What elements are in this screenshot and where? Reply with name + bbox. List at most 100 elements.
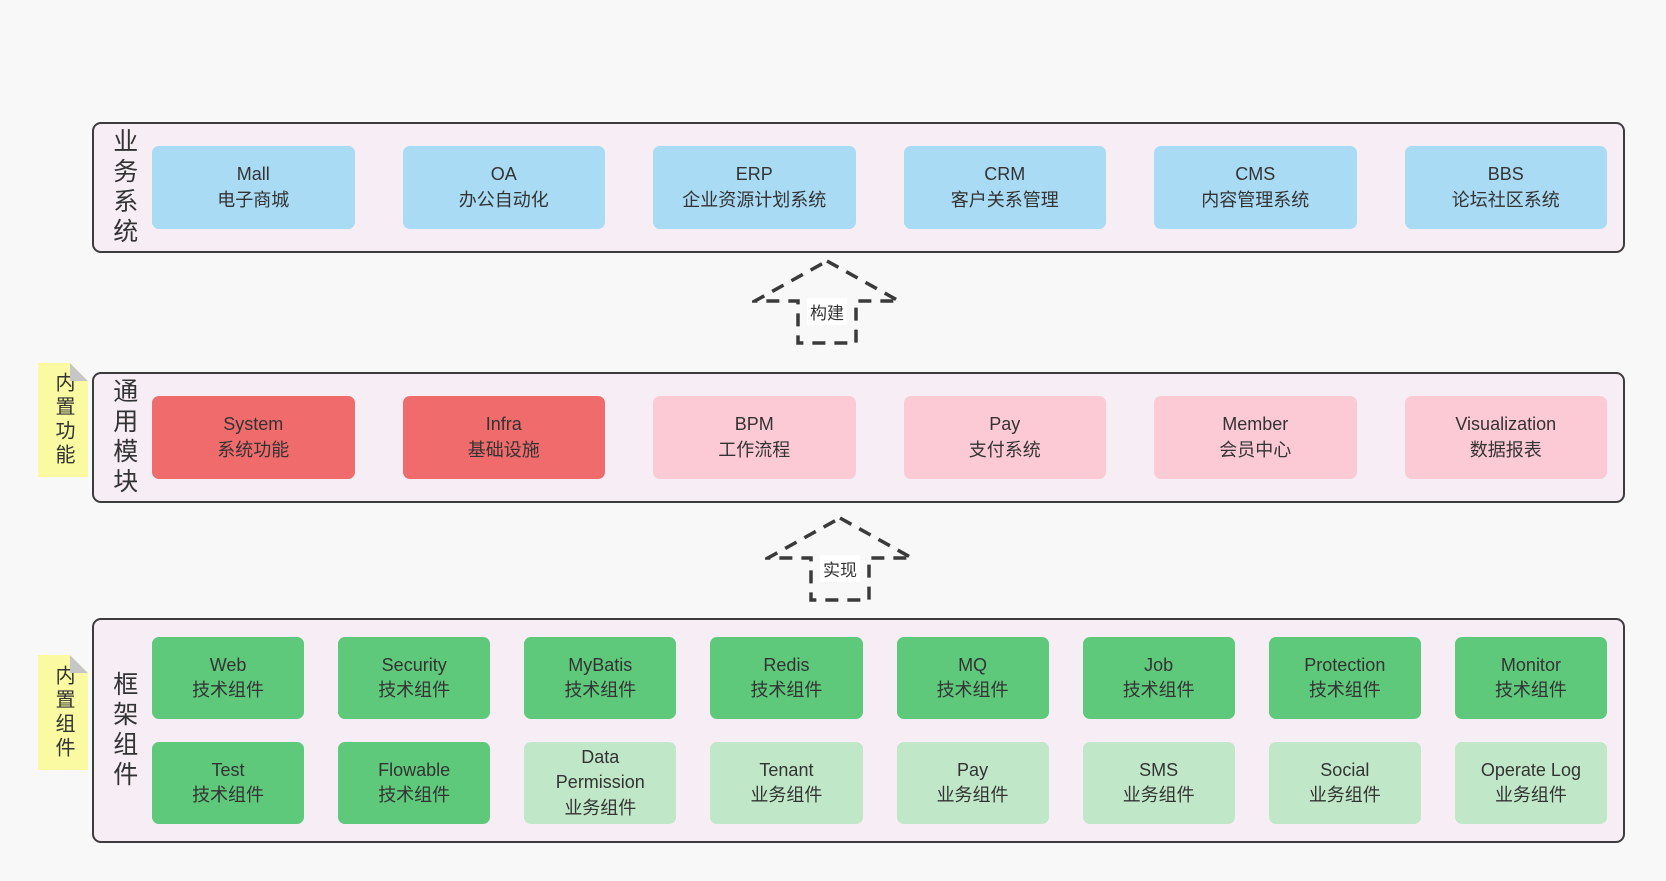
arrow-label: 实现 bbox=[820, 555, 860, 582]
arrow-label: 构建 bbox=[807, 298, 847, 325]
box-title: Tenant bbox=[759, 759, 814, 780]
box-subtitle: 业务组件 bbox=[750, 785, 823, 805]
box-subtitle: 系统功能 bbox=[217, 439, 290, 460]
box-title: Pay bbox=[957, 759, 989, 780]
box-title: Infra bbox=[485, 414, 522, 435]
folded-corner-icon bbox=[70, 655, 88, 673]
box-erp: ERP 企业资源计划系统 bbox=[653, 146, 856, 229]
box-title: Job bbox=[1144, 654, 1174, 675]
folded-corner-icon bbox=[70, 363, 88, 381]
box-title: MQ bbox=[958, 654, 988, 675]
box-title: Operate Log bbox=[1480, 759, 1581, 780]
box-crm: CRM 客户关系管理 bbox=[903, 146, 1106, 229]
box-sms: SMS 业务组件 bbox=[1082, 742, 1235, 824]
box-title: CMS bbox=[1235, 164, 1276, 185]
box-subtitle: 技术组件 bbox=[1122, 680, 1195, 700]
box-title: Protection bbox=[1304, 654, 1386, 675]
box-subtitle: 办公自动化 bbox=[458, 189, 549, 210]
box-infra: Infra 基础设施 bbox=[402, 396, 605, 479]
box-protection: Protection 技术组件 bbox=[1268, 637, 1421, 719]
box-social: Social 业务组件 bbox=[1268, 742, 1421, 824]
box-security: Security 技术组件 bbox=[338, 637, 491, 719]
box-title: Monitor bbox=[1500, 654, 1561, 675]
box-title: ERP bbox=[735, 164, 773, 185]
box-title: OA bbox=[490, 164, 517, 185]
box-title: CRM bbox=[984, 164, 1026, 185]
box-subtitle: 会员中心 bbox=[1219, 439, 1292, 460]
box-flowable: Flowable 技术组件 bbox=[338, 742, 491, 824]
box-subtitle: 内容管理系统 bbox=[1201, 189, 1310, 210]
box-data-permission: Data Permission 业务组件 bbox=[524, 742, 677, 824]
box-subtitle: 业务组件 bbox=[1494, 785, 1567, 805]
sticky-note-built-in-components: 内置组件 bbox=[38, 655, 88, 770]
box-subtitle: 技术组件 bbox=[378, 680, 451, 700]
box-subtitle: 技术组件 bbox=[564, 680, 637, 700]
box-subtitle: 技术组件 bbox=[378, 785, 451, 805]
box-subtitle: 基础设施 bbox=[467, 439, 540, 460]
implement-arrow: 实现 bbox=[765, 515, 915, 603]
band-label: 框架组件 bbox=[94, 620, 152, 841]
box-subtitle: 技术组件 bbox=[1494, 680, 1567, 700]
box-title: BPM bbox=[734, 414, 774, 435]
box-subtitle: 客户关系管理 bbox=[950, 189, 1059, 210]
box-subtitle: 数据报表 bbox=[1469, 439, 1542, 460]
box-title: Security bbox=[381, 654, 447, 675]
box-subtitle: 技术组件 bbox=[750, 680, 823, 700]
box-title: SMS bbox=[1139, 759, 1179, 780]
box-oa: OA 办公自动化 bbox=[402, 146, 605, 229]
box-bpm: BPM 工作流程 bbox=[653, 396, 856, 479]
box-monitor: Monitor 技术组件 bbox=[1454, 637, 1607, 719]
box-system: System 系统功能 bbox=[152, 396, 355, 479]
sticky-note-text: 内置功能 bbox=[52, 372, 74, 468]
box-subtitle: 论坛社区系统 bbox=[1451, 189, 1560, 210]
box-title: Visualization bbox=[1455, 414, 1557, 435]
box-subtitle: 技术组件 bbox=[192, 785, 265, 805]
box-subtitle: 业务组件 bbox=[564, 797, 637, 818]
box-title: Data Permission bbox=[555, 747, 645, 793]
box-title: Test bbox=[211, 759, 245, 780]
box-subtitle: 业务组件 bbox=[1122, 785, 1195, 805]
box-job: Job 技术组件 bbox=[1082, 637, 1235, 719]
box-test: Test 技术组件 bbox=[152, 742, 305, 824]
box-title: Pay bbox=[989, 414, 1021, 435]
box-subtitle: 企业资源计划系统 bbox=[682, 189, 827, 210]
box-title: System bbox=[223, 414, 284, 435]
band-label: 业务系统 bbox=[94, 124, 152, 251]
box-tenant: Tenant 业务组件 bbox=[710, 742, 863, 824]
box-member: Member 会员中心 bbox=[1154, 396, 1357, 479]
box-subtitle: 业务组件 bbox=[936, 785, 1009, 805]
box-subtitle: 技术组件 bbox=[192, 680, 265, 700]
sticky-note-text: 内置组件 bbox=[52, 664, 74, 761]
box-subtitle: 技术组件 bbox=[1308, 680, 1381, 700]
band-label-text: 通用模块 bbox=[109, 377, 138, 498]
box-subtitle: 工作流程 bbox=[718, 439, 791, 460]
box-subtitle: 业务组件 bbox=[1308, 785, 1381, 805]
band-label-text: 框架组件 bbox=[109, 670, 138, 791]
box-title: Member bbox=[1222, 414, 1289, 435]
band-label: 通用模块 bbox=[94, 374, 152, 501]
box-title: Web bbox=[209, 654, 247, 675]
band-label-text: 业务系统 bbox=[109, 127, 138, 248]
box-title: Flowable bbox=[378, 759, 451, 780]
box-cms: CMS 内容管理系统 bbox=[1154, 146, 1357, 229]
box-title: Social bbox=[1320, 759, 1370, 780]
box-visualization: Visualization 数据报表 bbox=[1404, 396, 1607, 479]
box-subtitle: 电子商城 bbox=[217, 189, 290, 210]
